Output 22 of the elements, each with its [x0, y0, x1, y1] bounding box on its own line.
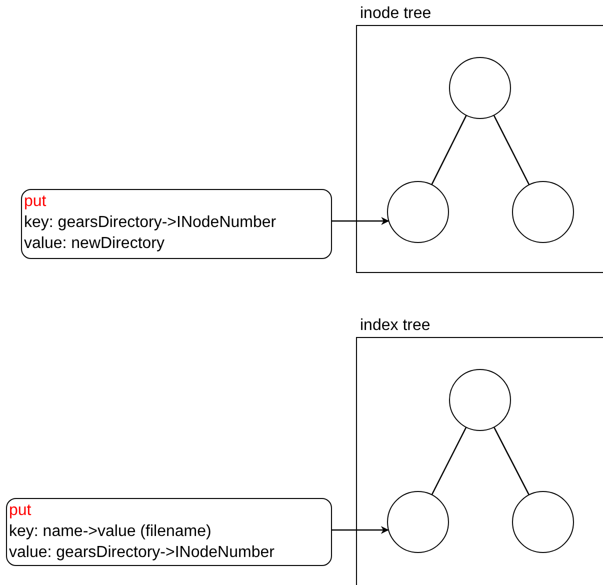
tree-branch-line — [431, 427, 467, 495]
arrow — [332, 217, 390, 225]
tree-node-circle — [512, 491, 574, 553]
tree-branch-line — [493, 115, 530, 185]
tree-title: inode tree — [360, 4, 432, 24]
tree-node-circle — [387, 181, 449, 243]
operation-name: put — [24, 192, 48, 212]
tree-branch-line — [494, 427, 530, 495]
operation-parameter: key: gearsDirectory->INodeNumber — [24, 213, 278, 233]
operation-parameter: value: newDirectory — [24, 234, 166, 254]
operation-parameter: value: gearsDirectory->INodeNumber — [9, 543, 276, 563]
operation-parameter: key: name->value (filename) — [9, 522, 212, 542]
tree-node-circle — [512, 181, 574, 243]
arrow — [332, 526, 389, 534]
tree-node-circle — [449, 57, 511, 119]
tree-node-circle — [449, 369, 511, 431]
tree-branch-line — [431, 115, 467, 185]
operation-card — [21, 189, 332, 259]
tree-node-circle — [387, 491, 449, 553]
tree-title: index tree — [360, 316, 430, 336]
operation-name: put — [9, 501, 32, 521]
operation-card — [6, 498, 332, 566]
